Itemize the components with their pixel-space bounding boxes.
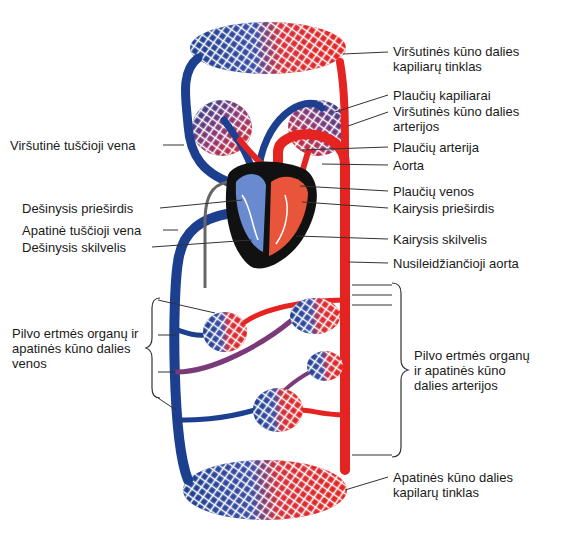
- part-label: Plaučių arterija: [393, 140, 479, 155]
- capillary-fill: [183, 460, 347, 520]
- organ-mesh: [290, 298, 340, 334]
- leader-line: [352, 285, 392, 286]
- leader-line: [348, 112, 388, 126]
- part-label: Pilvo ertmės organų ir apatinės kūno dal…: [414, 348, 534, 393]
- artery-branch: [300, 410, 345, 415]
- capillary-mesh: [190, 22, 346, 74]
- part-label: Viršutinė tuščioji vena: [10, 138, 136, 153]
- leader-line: [343, 52, 388, 54]
- leader-line: [300, 186, 388, 191]
- part-label: Plaučių kapiliarai: [393, 88, 491, 103]
- leader-line: [335, 95, 388, 112]
- leader-line: [345, 477, 388, 490]
- part-label: Kairysis prieširdis: [393, 201, 494, 216]
- part-label: Nusileidžiančioji aorta: [393, 256, 519, 271]
- part-label: Pilvo ertmės organų ir apatinės kūno dal…: [12, 326, 140, 371]
- leader-line: [158, 300, 215, 313]
- leader-line: [300, 147, 388, 150]
- organ-fill: [307, 351, 343, 381]
- leader-line: [352, 295, 392, 296]
- vein-branch: [178, 330, 205, 335]
- part-label: Plaučių venos: [393, 184, 474, 199]
- part-label: Aorta: [393, 158, 424, 173]
- heart-detail: [242, 195, 258, 240]
- leader-line: [152, 240, 252, 247]
- part-label: Apatinė tuščioji vena: [22, 223, 141, 238]
- left-heart: [269, 177, 308, 256]
- bracket: [146, 298, 160, 398]
- part-label: Kairysis skilvelis: [393, 232, 487, 247]
- organ-mesh: [307, 351, 343, 381]
- organ-mesh: [203, 312, 247, 352]
- leader-line: [352, 305, 392, 306]
- leader-line: [163, 230, 178, 231]
- bracket: [392, 283, 408, 457]
- leader-line: [302, 202, 388, 208]
- leader-line: [322, 164, 388, 165]
- lower-capillary-network: [183, 460, 347, 520]
- leader-line: [158, 372, 176, 373]
- leader-lines: [152, 52, 392, 490]
- leader-line: [160, 200, 242, 208]
- upper-capillary-network: [190, 22, 346, 74]
- heart: [226, 162, 317, 269]
- leader-line: [349, 262, 388, 263]
- abdominal-organs: [203, 298, 343, 432]
- leader-line: [158, 398, 176, 410]
- heart-detail: [276, 195, 287, 244]
- leader-line: [158, 335, 176, 336]
- leader-line: [352, 455, 392, 456]
- capillary-mesh: [183, 460, 347, 520]
- heart-outline: [226, 162, 317, 269]
- part-label: Dešinysis prieširdis: [22, 201, 133, 216]
- part-label: Dešinysis skilvelis: [22, 240, 126, 255]
- organ-fill: [290, 298, 340, 334]
- part-label: Viršutinės kūno dalies arterijos: [393, 104, 523, 134]
- vein-branch: [176, 410, 255, 420]
- part-label: Apatinės kūno dalies kapilarų tinklas: [393, 470, 558, 500]
- organ-fill: [253, 388, 303, 432]
- organ-fill: [203, 312, 247, 352]
- part-label: Viršutinės kūno dalies kapiliarų tinklas: [393, 44, 558, 74]
- capillary-fill: [190, 22, 346, 74]
- leader-line: [296, 236, 388, 239]
- veins: [174, 58, 322, 480]
- superior-vena-cava: [185, 58, 240, 186]
- leader-line: [163, 145, 184, 146]
- organ-mesh: [253, 388, 303, 432]
